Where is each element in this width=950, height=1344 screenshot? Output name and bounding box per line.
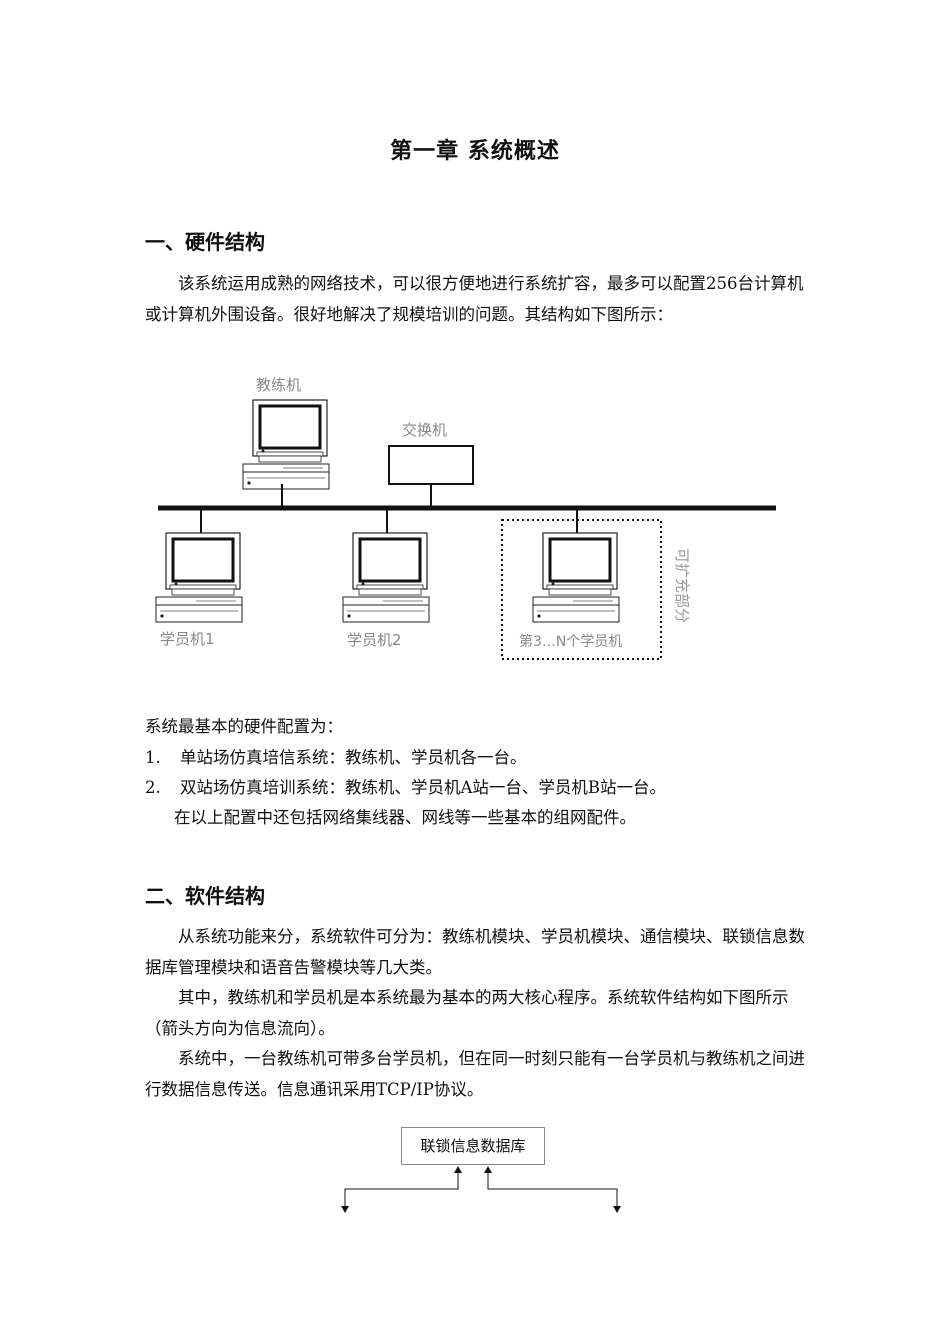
config-item-2-text: 双站场仿真培训系统：教练机、学员机A站一台、学员机B站一台。 [180,778,667,797]
config-intro: 系统最基本的硬件配置为： [145,717,343,736]
config-note: 在以上配置中还包括网络集线器、网线等一些基本的组网配件。 [174,808,636,827]
software-paragraph-1: 从系统功能来分，系统软件可分为：教练机模块、学员机模块、通信模块、联锁信息数据库… [145,927,805,977]
expand-label: 可扩充部分 [673,548,691,623]
config-item-2: 2. 双站场仿真培训系统：教练机、学员机A站一台、学员机B站一台。 [145,773,666,803]
network-diagram: 教练机 交换机 学员机1 学员机2 第3…N个学员机 可扩充部分 [154,376,776,660]
config-item-1-number: 1. [145,748,161,767]
software-paragraph-3: 系统中，一台教练机可带多台学员机，但在同一时刻只能有一台学员机与教练机之间进行数… [145,1049,805,1099]
expandable-region [501,519,662,660]
switch-box [388,445,474,485]
config-item-2-number: 2. [145,778,161,797]
database-box: 联锁信息数据库 [401,1127,545,1165]
student2-label: 学员机2 [347,631,402,649]
hardware-paragraph: 该系统运用成熟的网络技术，可以很方便地进行系统扩容，最多可以配置256台计算机或… [145,274,804,324]
teacher-computer-icon [241,398,331,491]
studentN-computer-icon [531,531,621,624]
studentN-label: 第3…N个学员机 [519,633,622,650]
section-heading-hardware: 一、硬件结构 [145,230,265,254]
software-paragraph-2: 其中，教练机和学员机是本系统最为基本的两大核心程序。系统软件结构如下图所示（箭头… [145,988,789,1038]
page-title: 第一章 系统概述 [390,139,560,164]
student1-label: 学员机1 [160,630,215,648]
software-diagram-arrows [341,1166,621,1213]
student1-computer-icon [154,531,244,624]
teacher-label: 教练机 [256,376,301,394]
switch-label: 交换机 [402,421,447,439]
student2-computer-icon [341,531,431,624]
config-item-1: 1. 单站场仿真培信系统：教练机、学员机各一台。 [145,743,527,773]
config-item-1-text: 单站场仿真培信系统：教练机、学员机各一台。 [180,748,527,767]
section-heading-software: 二、软件结构 [145,884,265,908]
